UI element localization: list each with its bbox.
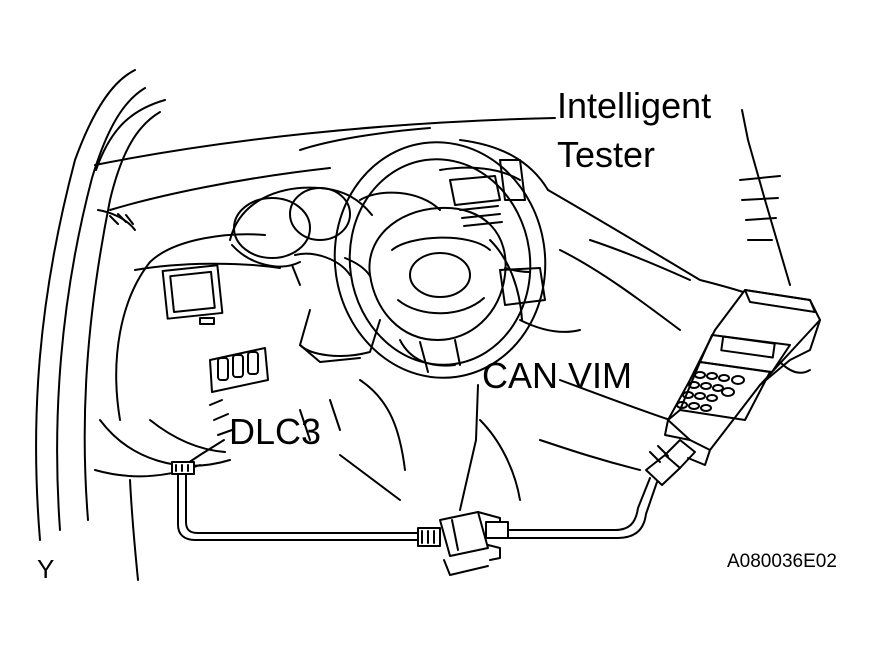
lower-dash — [130, 380, 670, 580]
steering-wheel — [320, 129, 561, 392]
view-letter-label: Y — [37, 554, 55, 584]
instrument-cluster — [230, 188, 440, 267]
intelligent-tester-label-line2: Tester — [557, 134, 656, 175]
cable-right — [508, 478, 657, 538]
left-vent — [98, 210, 135, 230]
tester-keypad — [677, 372, 744, 411]
can-vim-label: CAN VIM — [482, 355, 633, 396]
tester-plug — [646, 440, 695, 485]
dlc3-label: DLC3 — [229, 411, 322, 452]
intelligent-tester-label-line1: Intelligent — [557, 85, 712, 126]
can-vim-module — [418, 512, 508, 575]
intelligent-tester-device — [665, 290, 820, 465]
figure-code-label: A080036E02 — [727, 551, 837, 572]
left-dash-panel — [95, 234, 280, 476]
dlc3-connector — [172, 462, 194, 474]
a-pillar — [36, 70, 165, 540]
steering-column — [292, 254, 380, 362]
cable-left — [178, 474, 420, 540]
center-console — [440, 168, 580, 332]
dashboard-top — [95, 118, 700, 280]
